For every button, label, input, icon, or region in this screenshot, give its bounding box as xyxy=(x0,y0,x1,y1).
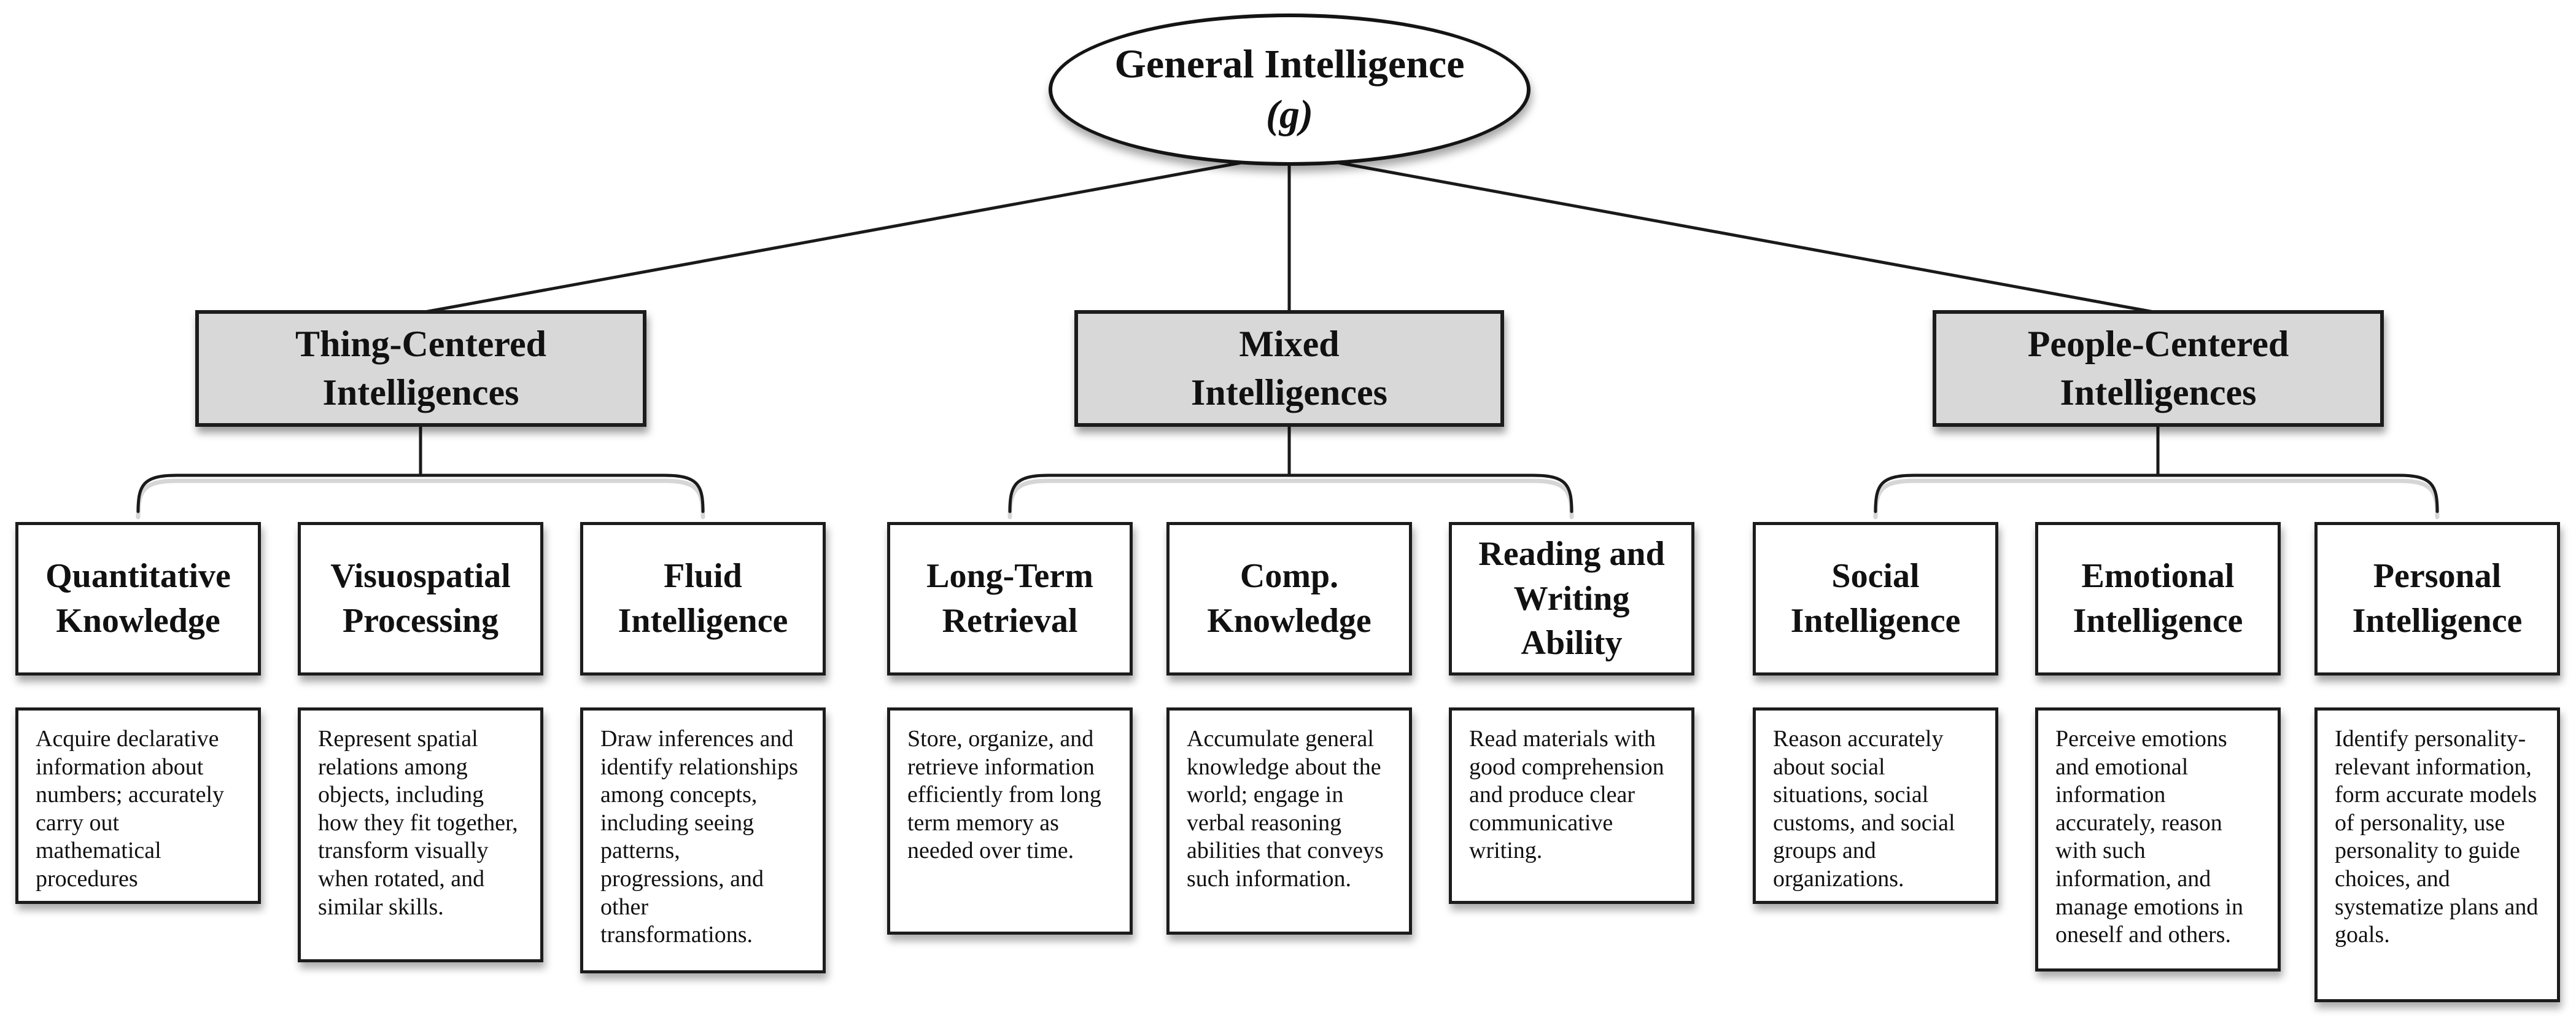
desc-text: Perceive emotions and emotional informat… xyxy=(2055,726,2244,948)
node-visuospatial-processing: Visuospatial Processing xyxy=(298,522,543,676)
desc-personal-intelligence: Identify personality-relevant informatio… xyxy=(2314,707,2560,1002)
desc-text: Accumulate general knowledge about the w… xyxy=(1187,726,1384,892)
desc-emotional-intelligence: Perceive emotions and emotional informat… xyxy=(2035,707,2281,972)
category-label: People-Centered Intelligences xyxy=(2027,323,2289,413)
category-box-mixed: Mixed Intelligences xyxy=(1074,310,1504,427)
node-long-term-retrieval: Long-Term Retrieval xyxy=(887,522,1133,676)
node-title: Visuospatial Processing xyxy=(330,557,511,640)
desc-fluid-intelligence: Draw inferences and identify relationshi… xyxy=(580,707,826,973)
node-fluid-intelligence: Fluid Intelligence xyxy=(580,522,826,676)
node-reading-writing-ability: Reading and Writing Ability xyxy=(1449,522,1694,676)
desc-text: Read materials with good comprehension a… xyxy=(1469,726,1664,864)
desc-visuospatial-processing: Represent spatial relations among object… xyxy=(298,707,543,962)
node-title: Emotional Intelligence xyxy=(2073,557,2243,640)
category-box-people-centered: People-Centered Intelligences xyxy=(1933,310,2384,427)
desc-social-intelligence: Reason accurately about social situation… xyxy=(1753,707,1998,904)
desc-text: Draw inferences and identify relationshi… xyxy=(600,726,798,948)
node-title: Fluid Intelligence xyxy=(618,557,788,640)
desc-text: Acquire declarative information about nu… xyxy=(36,726,225,892)
node-title: Reading and Writing Ability xyxy=(1478,534,1665,663)
bracket-shadow-1 xyxy=(136,478,705,520)
node-personal-intelligence: Personal Intelligence xyxy=(2314,522,2560,676)
node-title: Personal Intelligence xyxy=(2352,557,2523,640)
node-title: Comp. Knowledge xyxy=(1207,557,1371,640)
desc-quantitative-knowledge: Acquire declarative information about nu… xyxy=(15,707,261,904)
node-quantitative-knowledge: Quantitative Knowledge xyxy=(15,522,261,676)
category-box-thing-centered: Thing-Centered Intelligences xyxy=(195,310,646,427)
node-title: Quantitative Knowledge xyxy=(45,557,231,640)
bracket-thing-centered xyxy=(136,473,705,513)
category-label: Mixed Intelligences xyxy=(1191,323,1387,413)
bracket-shadow-2 xyxy=(1007,478,1574,520)
root-node-label: General Intelligence xyxy=(1114,41,1465,87)
node-title: Long-Term Retrieval xyxy=(926,557,1093,640)
category-label: Thing-Centered Intelligences xyxy=(295,323,546,413)
desc-text: Identify personality-relevant informatio… xyxy=(2335,726,2539,948)
desc-text: Store, organize, and retrieve informatio… xyxy=(907,726,1101,864)
bracket-mixed xyxy=(1008,473,1573,513)
node-title: Social Intelligence xyxy=(1790,557,1961,640)
desc-text: Represent spatial relations among object… xyxy=(318,726,518,920)
desc-long-term-retrieval: Store, organize, and retrieve informatio… xyxy=(887,707,1133,935)
node-social-intelligence: Social Intelligence xyxy=(1753,522,1998,676)
desc-comp-knowledge: Accumulate general knowledge about the w… xyxy=(1166,707,1412,935)
desc-reading-writing-ability: Read materials with good comprehension a… xyxy=(1449,707,1694,904)
root-node-symbol-g: (g) xyxy=(1266,92,1313,137)
desc-text: Reason accurately about social situation… xyxy=(1773,726,1955,892)
bracket-shadows xyxy=(136,478,2440,520)
root-node-general-intelligence: General Intelligence (g) xyxy=(1049,14,1530,166)
node-emotional-intelligence: Emotional Intelligence xyxy=(2035,522,2281,676)
edge-root-to-thing-centered xyxy=(423,153,1287,314)
edge-root-to-people-centered xyxy=(1293,153,2155,314)
bracket-shadow-3 xyxy=(1873,478,2440,520)
node-comp-knowledge: Comp. Knowledge xyxy=(1166,522,1412,676)
bracket-people-centered xyxy=(1874,473,2439,513)
